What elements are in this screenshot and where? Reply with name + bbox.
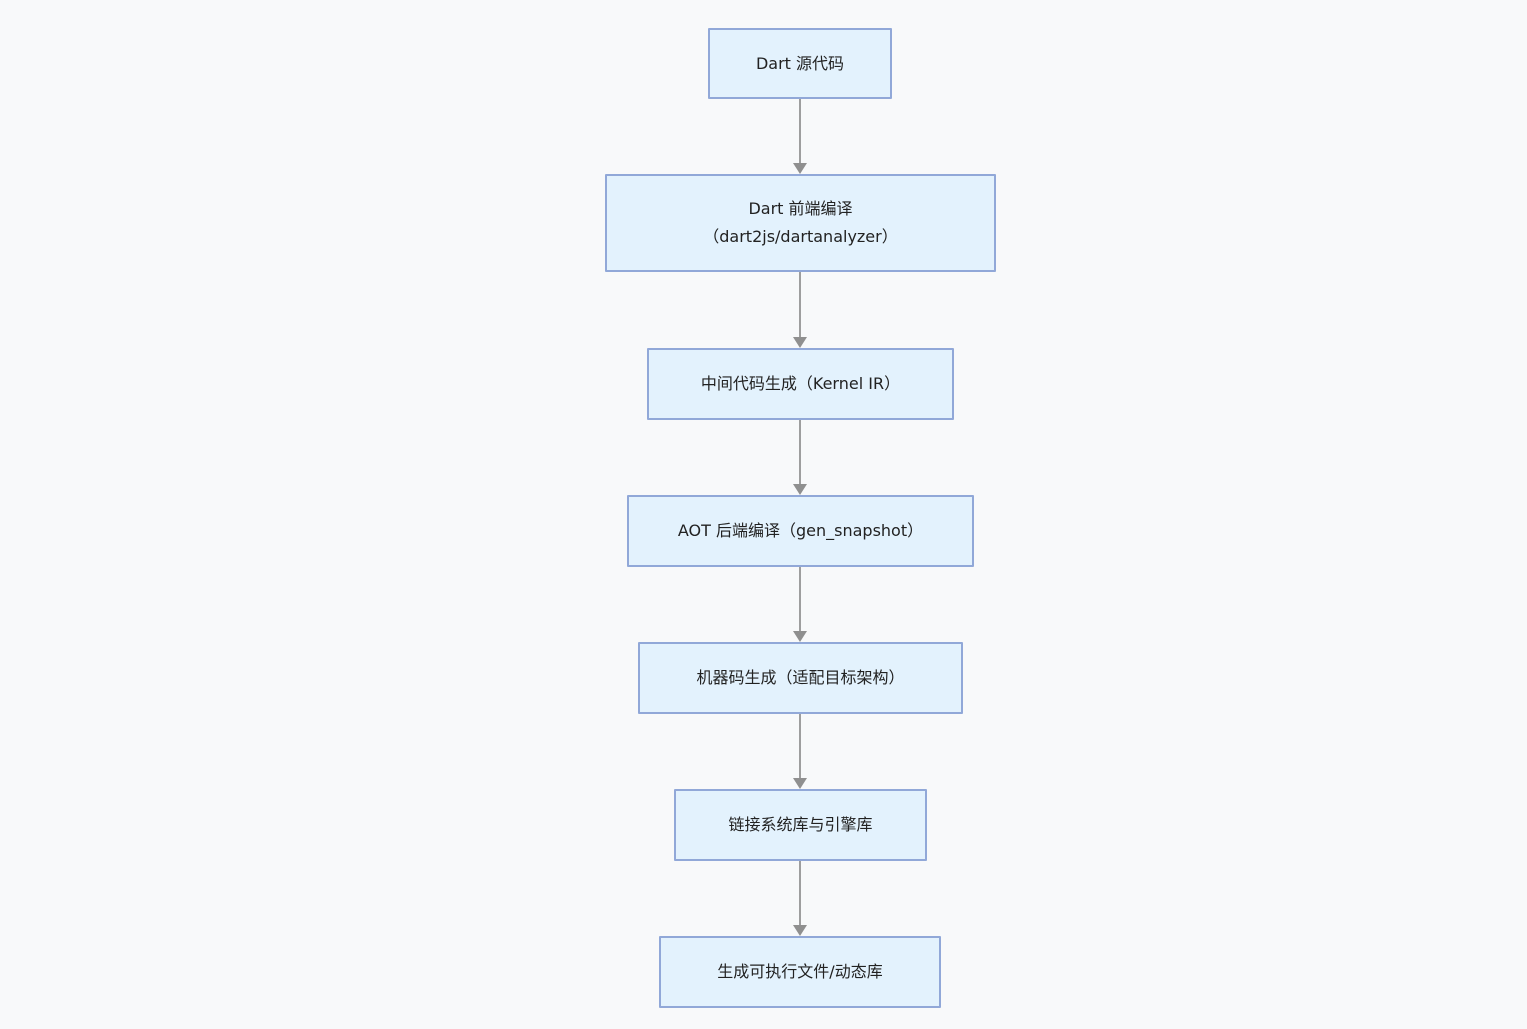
arrow-line bbox=[799, 420, 801, 484]
flow-node-frontend-compile: Dart 前端编译 （dart2js/dartanalyzer） bbox=[605, 174, 996, 272]
arrow-head-icon bbox=[793, 484, 807, 495]
arrow-connector bbox=[793, 861, 807, 936]
arrow-line bbox=[799, 714, 801, 778]
node-label: Dart 源代码 bbox=[755, 53, 845, 73]
arrow-line bbox=[799, 567, 801, 631]
arrow-head-icon bbox=[793, 925, 807, 936]
node-label: AOT 后端编译（gen_snapshot） bbox=[677, 521, 924, 540]
flow-node-machine-code: 机器码生成（适配目标架构） bbox=[638, 642, 963, 714]
arrow-head-icon bbox=[793, 631, 807, 642]
flow-node-kernel-ir: 中间代码生成（Kernel IR） bbox=[647, 348, 954, 420]
arrow-connector bbox=[793, 272, 807, 348]
flow-node-dart-source: Dart 源代码 bbox=[708, 28, 892, 99]
node-label: Dart 前端编译 （dart2js/dartanalyzer） bbox=[703, 199, 898, 246]
arrow-head-icon bbox=[793, 778, 807, 789]
node-label: 中间代码生成（Kernel IR） bbox=[700, 374, 901, 393]
arrow-line bbox=[799, 861, 801, 925]
arrow-head-icon bbox=[793, 163, 807, 174]
arrow-connector bbox=[793, 420, 807, 495]
node-label: 机器码生成（适配目标架构） bbox=[696, 668, 905, 687]
arrow-connector bbox=[793, 99, 807, 174]
arrow-line bbox=[799, 99, 801, 163]
flow-node-aot-backend: AOT 后端编译（gen_snapshot） bbox=[627, 495, 974, 567]
flow-node-linking: 链接系统库与引擎库 bbox=[674, 789, 927, 861]
node-label: 链接系统库与引擎库 bbox=[728, 815, 873, 834]
node-label: 生成可执行文件/动态库 bbox=[717, 962, 883, 981]
flow-node-executable-output: 生成可执行文件/动态库 bbox=[659, 936, 941, 1008]
arrow-line bbox=[799, 272, 801, 337]
arrow-head-icon bbox=[793, 337, 807, 348]
arrow-connector bbox=[793, 714, 807, 789]
arrow-connector bbox=[793, 567, 807, 642]
